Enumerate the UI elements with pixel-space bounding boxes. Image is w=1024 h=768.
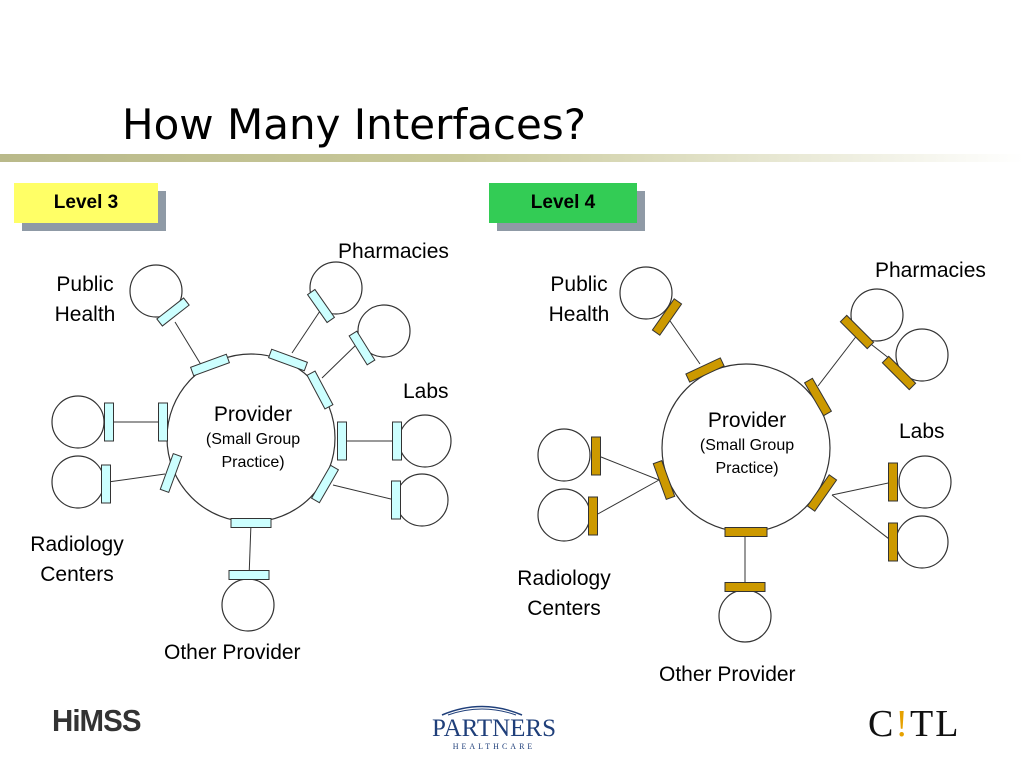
interface-box <box>230 518 272 528</box>
interface-box <box>685 357 725 383</box>
connector-line <box>817 333 859 387</box>
connector-line <box>332 484 396 501</box>
interface-box <box>391 480 401 520</box>
connector-line <box>831 494 894 543</box>
provider-sub-2: Practice) <box>221 454 285 471</box>
lab-node <box>898 455 952 509</box>
pharmacy-node <box>895 328 949 382</box>
slide-title: How Many Interfaces? <box>122 100 586 149</box>
interface-box <box>652 459 676 501</box>
connector-line <box>291 304 325 354</box>
radiology-node <box>537 428 591 482</box>
interface-box <box>806 474 838 512</box>
interface-box <box>228 570 270 580</box>
interface-box <box>158 402 168 442</box>
lab-node <box>398 414 452 468</box>
public-health-node <box>129 264 183 318</box>
himss-logo: HiMSS <box>52 703 141 738</box>
citl-mark-icon: ! <box>895 703 911 745</box>
interface-box <box>888 462 898 502</box>
lab-node <box>895 515 949 569</box>
level-3-radiology-label: Radiology Centers <box>30 533 124 586</box>
interface-box <box>104 402 114 442</box>
provider-title: Provider <box>707 409 787 432</box>
interface-box <box>591 436 601 476</box>
pharmacy-node <box>850 288 904 342</box>
connector-line <box>595 479 660 516</box>
connector-line <box>174 321 204 369</box>
connector-line <box>107 473 166 483</box>
level-3-diagram <box>51 261 452 632</box>
connector-line <box>667 317 701 365</box>
partners-sub: HEALTHCARE <box>452 742 536 751</box>
provider-sub-1: (Small Group <box>205 431 301 448</box>
interface-box <box>888 522 898 562</box>
radiology-node <box>537 488 591 542</box>
interface-box <box>156 297 190 327</box>
interface-box <box>651 298 683 336</box>
partners-arc-icon <box>441 705 523 716</box>
connector-line <box>248 522 252 579</box>
other-provider-node <box>718 589 772 643</box>
level-3-pharmacies-label: Pharmacies <box>338 240 449 263</box>
level-4-radiology-label: Radiology Centers <box>517 567 611 620</box>
interface-box <box>588 496 598 536</box>
level-4-labs-label: Labs <box>899 420 945 443</box>
level-3-labs-label: Labs <box>403 380 449 403</box>
connector-line <box>831 481 894 496</box>
connector-line <box>595 454 660 481</box>
partners-name: PARTNERS <box>432 715 557 742</box>
interface-box <box>724 527 768 537</box>
lab-node <box>395 473 449 527</box>
radiology-node <box>51 455 105 509</box>
title-underline <box>0 154 1024 162</box>
interface-box <box>306 370 334 410</box>
interface-box <box>724 582 766 592</box>
level-3-badge: Level 3 <box>14 183 158 223</box>
interface-box <box>839 314 875 350</box>
citl-logo: C!TL <box>868 703 961 745</box>
interface-box <box>803 377 833 417</box>
interface-box <box>392 421 402 461</box>
radiology-node <box>51 395 105 449</box>
connector-line <box>321 342 359 379</box>
interface-box <box>310 464 340 504</box>
provider-title: Provider <box>213 403 293 426</box>
level-4-public-health-label: Public Health <box>548 273 610 326</box>
level-3-other-provider-label: Other Provider <box>164 641 301 664</box>
public-health-node <box>619 266 673 320</box>
interface-box <box>267 348 309 372</box>
level-3-public-health-label: Public Health <box>54 273 116 326</box>
interface-box <box>101 464 111 504</box>
pharmacy-node <box>357 304 411 358</box>
partners-healthcare-logo: PARTNERS HEALTHCARE <box>432 704 556 751</box>
level-3-provider-label: Provider (Small Group Practice) <box>178 402 328 474</box>
interface-box <box>189 353 231 377</box>
level-4-provider-label: Provider (Small Group Practice) <box>672 408 822 480</box>
interface-box <box>348 330 376 366</box>
interface-box <box>881 355 917 391</box>
provider-sub-1: (Small Group <box>699 437 795 454</box>
level-4-other-provider-label: Other Provider <box>659 663 796 686</box>
other-provider-node <box>221 578 275 632</box>
interface-box <box>337 421 347 461</box>
level-4-badge: Level 4 <box>489 183 637 223</box>
interface-box <box>159 452 183 494</box>
level-4-diagram <box>537 266 952 643</box>
provider-sub-2: Practice) <box>715 460 779 477</box>
level-4-pharmacies-label: Pharmacies <box>875 259 986 282</box>
interface-box <box>306 288 336 324</box>
